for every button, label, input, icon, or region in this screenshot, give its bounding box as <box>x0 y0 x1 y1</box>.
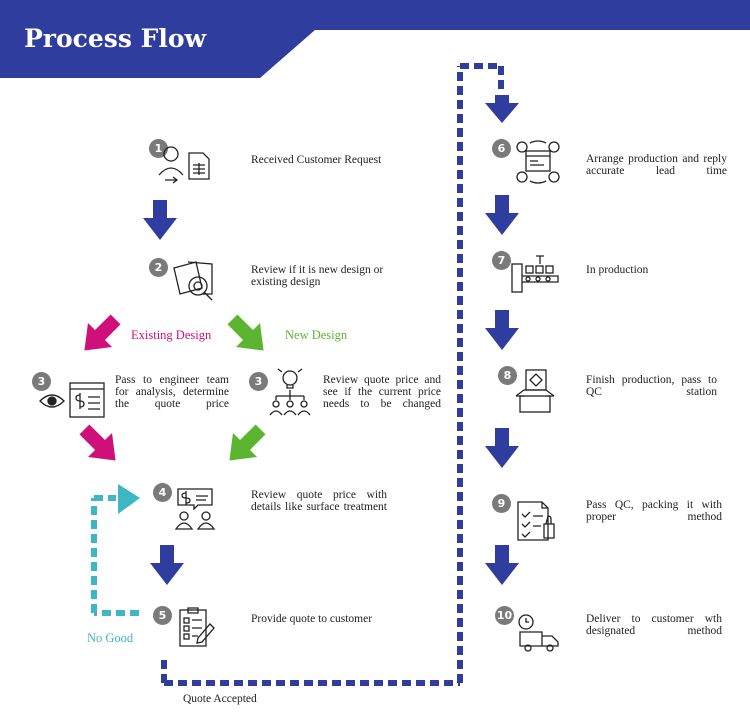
step-8-badge: 8 <box>498 366 517 385</box>
step-4-text: Review quote price with details like sur… <box>251 489 387 513</box>
page-title: Process Flow <box>24 24 207 53</box>
step-3a-badge: 3 <box>32 372 51 391</box>
engineer-analysis-icon <box>39 382 105 418</box>
step-6-badge: 6 <box>492 139 511 158</box>
flow-arrows <box>143 95 519 585</box>
step-1-text: Received Customer Request <box>251 154 382 166</box>
quote-document-icon <box>179 607 215 647</box>
design-review-icon <box>173 261 213 301</box>
arrow-8-to-9 <box>485 428 519 468</box>
step-3a-text: Pass to engineer team for analysis, dete… <box>115 374 229 410</box>
no-good-arrowhead <box>118 484 140 514</box>
arrow-9-to-10 <box>485 545 519 585</box>
step-7-badge: 7 <box>492 251 511 270</box>
team-idea-icon <box>269 368 311 416</box>
no-good-loop-path <box>91 484 140 616</box>
customer-request-icon <box>158 146 210 184</box>
step-3b-badge: 3 <box>249 372 268 391</box>
step-6-text: Arrange production and reply accurate le… <box>586 153 727 177</box>
arrow-new-to-4 <box>229 424 266 461</box>
arrow-7-to-8 <box>485 310 519 350</box>
step-7-text: In production <box>586 264 649 276</box>
existing-design-label: Existing Design <box>131 328 212 342</box>
step-8-text: Finish production, pass to QC station <box>586 374 717 398</box>
step-2-badge: 2 <box>149 258 168 277</box>
step-4-badge: 4 <box>153 483 172 502</box>
arrow-4-to-5 <box>150 545 184 585</box>
step-1-badge: 1 <box>149 139 168 158</box>
step-10-text: Deliver to customer wth designated metho… <box>586 613 722 637</box>
step-2-text: Review if it is new design or existing d… <box>251 264 384 288</box>
new-design-label: New Design <box>285 328 348 342</box>
quote-discussion-icon <box>174 488 216 530</box>
no-good-label: No Good <box>87 631 134 645</box>
delivery-truck-icon <box>518 614 559 652</box>
step-9-badge: 9 <box>492 494 511 513</box>
step-10-badge: 10 <box>495 606 514 625</box>
package-box-icon <box>515 369 555 413</box>
arrow-into-6 <box>485 95 519 123</box>
conveyor-production-icon <box>511 255 559 293</box>
step-9-text: Pass QC, packing it with proper method <box>586 499 722 523</box>
arrow-6-to-7 <box>485 195 519 235</box>
checklist-approval-icon <box>517 501 555 541</box>
step-5-text: Provide quote to customer <box>251 613 373 625</box>
arrow-existing-to-4 <box>79 424 116 461</box>
arrow-existing-design <box>84 314 121 351</box>
quote-accepted-label: Quote Accepted <box>183 693 257 705</box>
arrow-1-to-2 <box>143 200 177 240</box>
branch-arrows <box>79 314 266 461</box>
header-banner <box>0 0 750 78</box>
arrow-new-design <box>227 314 264 351</box>
quote-accepted-path <box>161 63 504 686</box>
step-5-badge: 5 <box>153 606 172 625</box>
production-planning-icon <box>516 140 560 184</box>
step-3b-text: Review quote price and see if the curren… <box>323 374 441 410</box>
